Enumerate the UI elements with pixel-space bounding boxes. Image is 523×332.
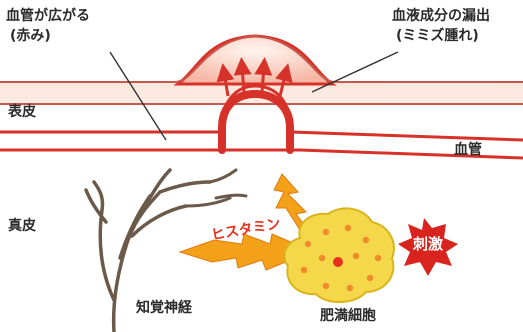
label-epidermis: 表皮 [8,104,36,121]
nerve-branch-5 [146,170,170,204]
blood-vessel-lower [0,150,523,158]
granule [375,255,381,261]
granule [347,285,353,291]
label-sensory-nerve: 知覚神経 [136,300,192,317]
label-redness: (赤み) [10,28,51,45]
nerve-branch-4 [160,182,210,192]
label-swelling: (ミミズ腫れ) [396,28,479,45]
label-mast-cell: 肥満細胞 [320,308,376,325]
nerve-ending-1 [210,170,236,182]
label-stimulus: 刺激 [406,236,450,253]
granule [353,253,359,259]
label-dermis: 真皮 [8,218,36,235]
wheal-bump [178,36,332,84]
granule [301,267,307,273]
nerve-ending-2 [186,198,230,206]
granule [367,275,373,281]
mast-cell-nucleus [333,257,343,267]
label-leakage: 血液成分の漏出 [392,8,490,25]
nerve-endings [186,170,246,206]
granule [305,241,311,247]
granule [363,237,369,243]
granule [323,229,329,235]
leak-arrow-2 [242,66,244,92]
label-blood-vessel: 血管 [454,142,482,159]
label-vessel-dilate: 血管が広がる [6,8,90,25]
granule [319,255,325,261]
nerve-branch-1 [94,182,114,300]
granule [323,283,329,289]
leak-arrow-3 [262,66,264,92]
granule [345,225,351,231]
